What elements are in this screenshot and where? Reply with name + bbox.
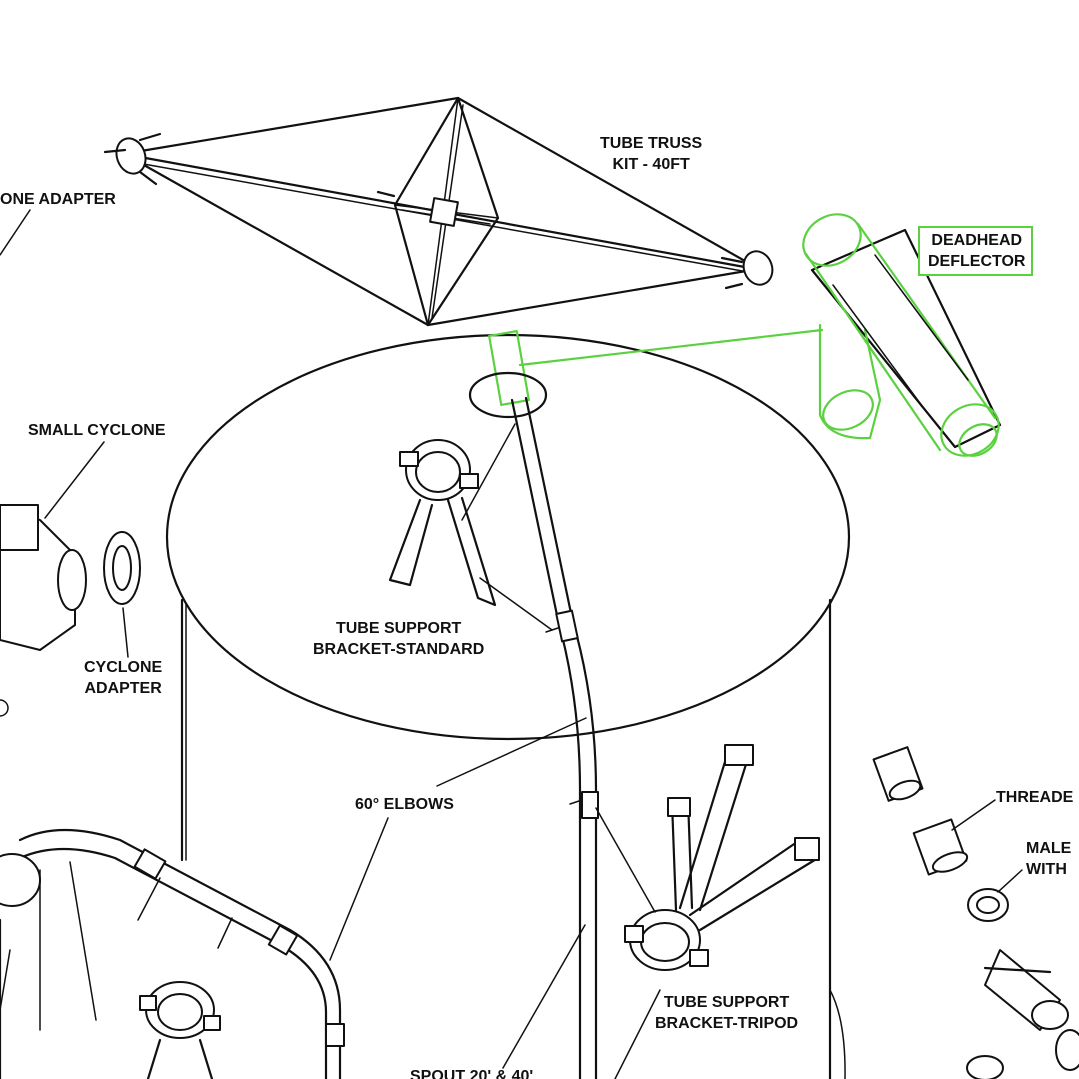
- label-60-elbows: 60° ELBOWS: [355, 796, 454, 813]
- tube-support-bracket-tripod: [595, 744, 820, 971]
- label-tube-truss: TUBE TRUSS KIT - 40FT: [600, 135, 703, 173]
- label-threaded: THREADE: [996, 789, 1074, 806]
- leader-lines: [0, 209, 1023, 1079]
- bin-tank: [165, 333, 851, 1079]
- lower-left-pipe: [0, 828, 345, 1079]
- spout-tube: [468, 330, 599, 1079]
- small-cyclone: [0, 504, 141, 717]
- label-deadhead-deflector: DEADHEAD DEFLECTOR: [918, 226, 1034, 276]
- label-male-with: MALE WITH: [1026, 840, 1072, 878]
- deadhead-deflector: [518, 213, 1002, 457]
- label-spout: SPOUT 20' & 40': [410, 1068, 534, 1079]
- tube-support-bracket-standard: [388, 423, 553, 631]
- tube-truss-kit: [103, 96, 774, 327]
- label-tube-support-standard: TUBE SUPPORT BRACKET-STANDARD: [313, 620, 485, 658]
- threaded-fittings: [872, 746, 1079, 1079]
- label-cyclone-adapter: CYCLONE ADAPTER: [84, 659, 163, 697]
- label-cyclone-adapter-top: ONE ADAPTER: [0, 191, 116, 208]
- label-tube-support-tripod: TUBE SUPPORT BRACKET-TRIPOD: [655, 994, 799, 1032]
- label-small-cyclone: SMALL CYCLONE: [28, 422, 166, 439]
